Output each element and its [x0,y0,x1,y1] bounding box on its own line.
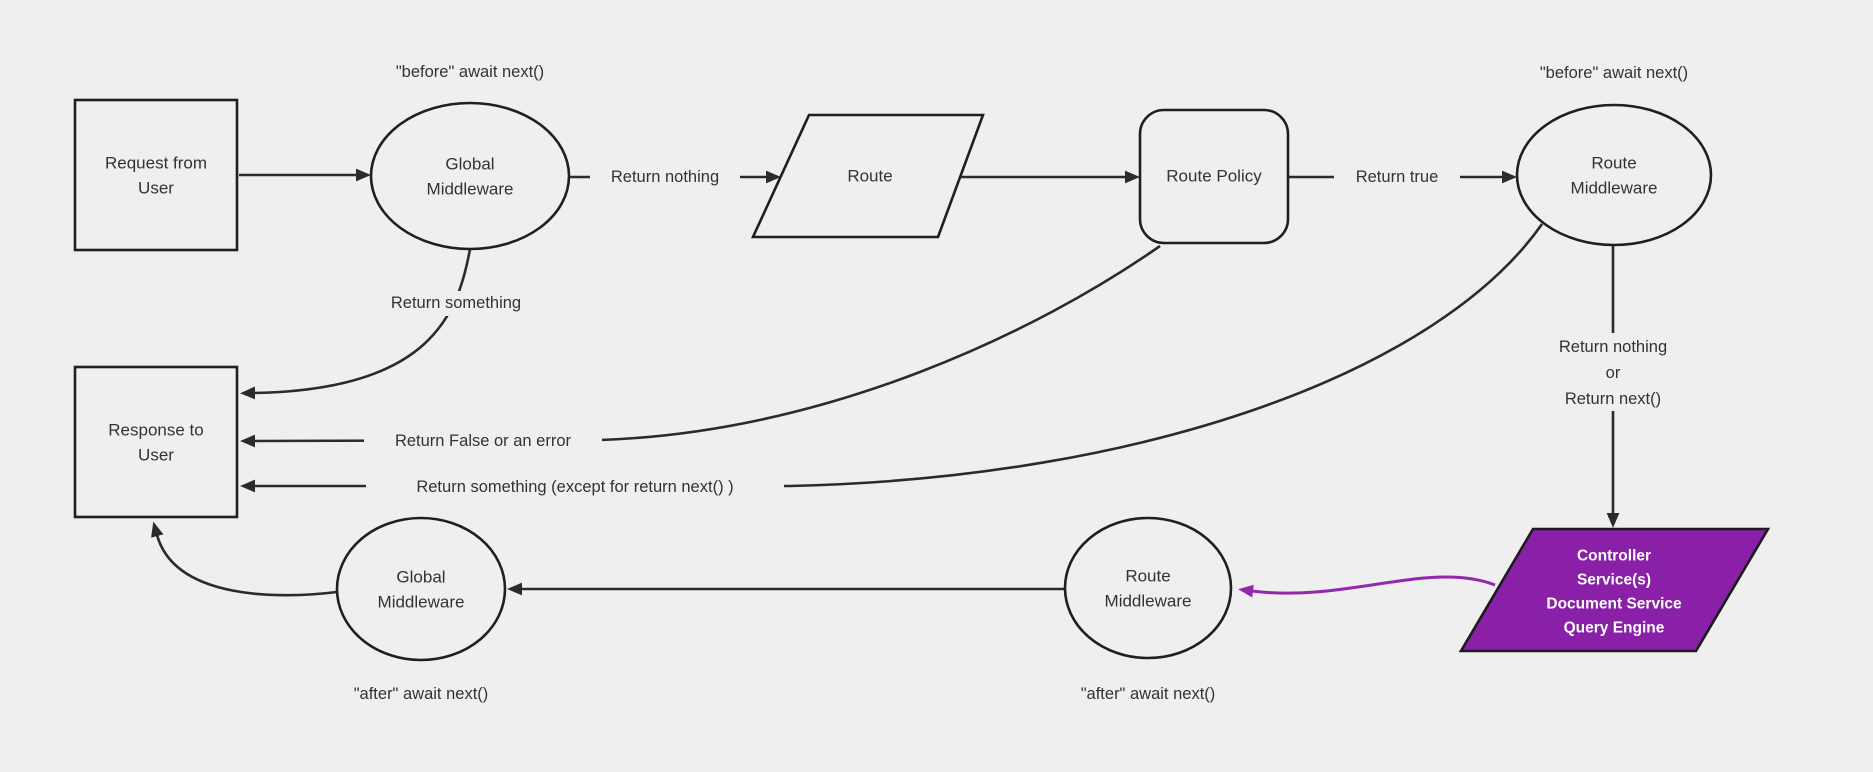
node-route-policy: Route Policy [1138,108,1290,245]
node-response-to-user: Response to User [73,365,239,519]
controller-services-label-line3: Document Service [1546,596,1682,613]
route-middleware-after-label-line2: Middleware [1105,592,1192,611]
node-route-middleware-before: Route Middleware [1515,103,1713,247]
label-bg [1534,333,1692,411]
route-policy-box [1138,108,1290,245]
edge-label-return-nothing-or-line2: or [1606,364,1621,382]
route-middleware-before-label-line2: Middleware [1571,179,1658,198]
annotation-before-await-left: "before" await next() [396,63,544,81]
edge-label-return-nothing-or-line3: Return next() [1565,390,1661,408]
controller-services-label-line2: Service(s) [1577,572,1651,589]
edge-label-return-nothing-or-line1: Return nothing [1559,338,1667,356]
global-middleware-after-ellipse [335,516,507,662]
annotation-after-await-right: "after" await next() [1081,685,1216,703]
node-route-middleware-after: Route Middleware [1063,516,1233,660]
controller-services-parallelogram [1458,527,1771,653]
global-middleware-before-ellipse [369,101,571,251]
route-label: Route [847,167,892,186]
response-to-user-label-line1: Response to [108,421,203,440]
request-from-user-label-line2: User [138,179,174,198]
edge-labels: Return nothing Return true Return someth… [364,164,1692,499]
annotation-before-await-right: "before" await next() [1540,64,1688,82]
edge-label-return-true: Return true [1356,168,1439,186]
route-middleware-before-label-line1: Route [1591,154,1636,173]
label-bg [364,429,602,454]
edge-label-return-false: Return False or an error [395,432,572,450]
route-parallelogram [750,113,985,239]
global-middleware-after-label-line1: Global [396,568,445,587]
route-middleware-after-label-line1: Route [1125,567,1170,586]
global-middleware-after-label-line2: Middleware [378,593,465,612]
request-from-user-label-line1: Request from [105,154,207,173]
edge-route-policy-to-response [240,244,1161,448]
label-bg [366,474,784,499]
route-middleware-after-ellipse [1063,516,1233,660]
route-middleware-before-ellipse [1515,103,1713,247]
response-to-user-label-line2: User [138,446,174,465]
edge-services-to-route-middleware-after [1238,575,1496,598]
label-bg [366,291,546,316]
global-middleware-before-label-line2: Middleware [427,180,514,199]
annotation-after-await-left: "after" await next() [354,685,489,703]
edge-label-return-something-except: Return something (except for return next… [416,478,733,496]
node-global-middleware-before: Global Middleware [369,101,571,251]
edge-label-return-nothing: Return nothing [611,168,719,186]
controller-services-label-line4: Query Engine [1564,620,1665,637]
edge-global-middleware-after-to-response [151,521,338,597]
global-middleware-before-label-line1: Global [445,155,494,174]
node-controller-services: Controller Service(s) Document Service Q… [1458,527,1771,653]
route-policy-label: Route Policy [1166,167,1262,186]
response-to-user-box [73,365,239,519]
controller-services-label-line1: Controller [1577,548,1651,565]
annotations: "before" await next() "before" await nex… [354,63,1688,703]
label-bg [1334,164,1460,189]
edge-label-return-something: Return something [391,294,521,312]
edge-global-middleware-to-response [240,248,472,400]
node-global-middleware-after: Global Middleware [335,516,507,662]
edge-route-middleware-to-response [240,223,1544,493]
node-request-from-user: Request from User [73,98,239,252]
label-bg [590,164,740,189]
request-from-user-box [73,98,239,252]
node-route: Route [750,113,985,239]
